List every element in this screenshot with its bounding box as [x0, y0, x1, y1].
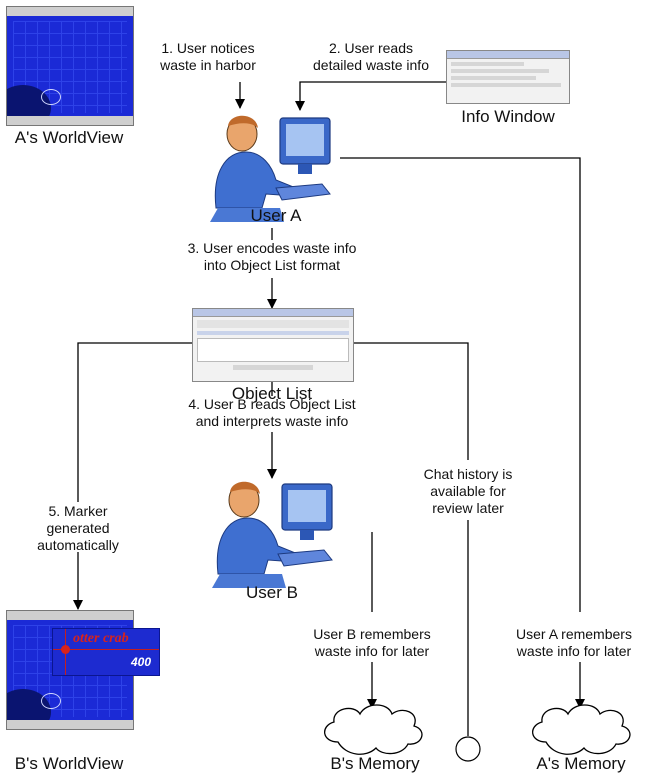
arrow-user-a-memory-top [340, 157, 581, 612]
marker-value: 400 [130, 655, 151, 669]
chat-history-circle [455, 736, 481, 762]
arrow-step5-top [77, 342, 192, 502]
step-2-label: 2. User reads detailed waste info [313, 40, 429, 73]
label-b-memory: B's Memory [330, 754, 420, 773]
label-a-memory: A's Memory [536, 754, 626, 773]
step-5-label: 5. Marker generated automatically [37, 503, 119, 553]
marker-name: otter crab [73, 631, 129, 646]
arrow-step2 [295, 81, 446, 111]
chat-line-top [352, 342, 469, 460]
label-a-worldview: A's WorldView [14, 128, 124, 147]
user-a-figure-icon [210, 115, 331, 222]
a-memory-cloud-icon [532, 704, 631, 755]
user-b-remembers-note: User B remembers waste info for later [313, 626, 431, 659]
object-list-thumbnail [192, 308, 354, 382]
b-memory-cloud-icon [324, 704, 423, 755]
a-worldview-thumbnail [6, 6, 134, 126]
marker-dot-icon [61, 645, 70, 654]
chat-history-note: Chat history is available for review lat… [423, 466, 513, 516]
label-b-worldview: B's WorldView [14, 754, 124, 773]
step-4-label: 4. User B reads Object List and interpre… [188, 396, 356, 429]
user-b-figure-icon [212, 481, 333, 588]
label-user-a: User A [250, 206, 302, 225]
connectors [73, 81, 585, 736]
step-1-label: 1. User notices waste in harbor [160, 40, 256, 73]
otter-marker-panel: otter crab 400 [52, 628, 160, 676]
label-info-window: Info Window [461, 107, 555, 126]
label-object-list: Object List [231, 384, 313, 403]
step-3-label: 3. User encodes waste info into Object L… [187, 240, 357, 273]
info-window-thumbnail [446, 50, 570, 104]
label-user-b: User B [246, 583, 298, 602]
user-a-remembers-note: User A remembers waste info for later [516, 626, 632, 659]
